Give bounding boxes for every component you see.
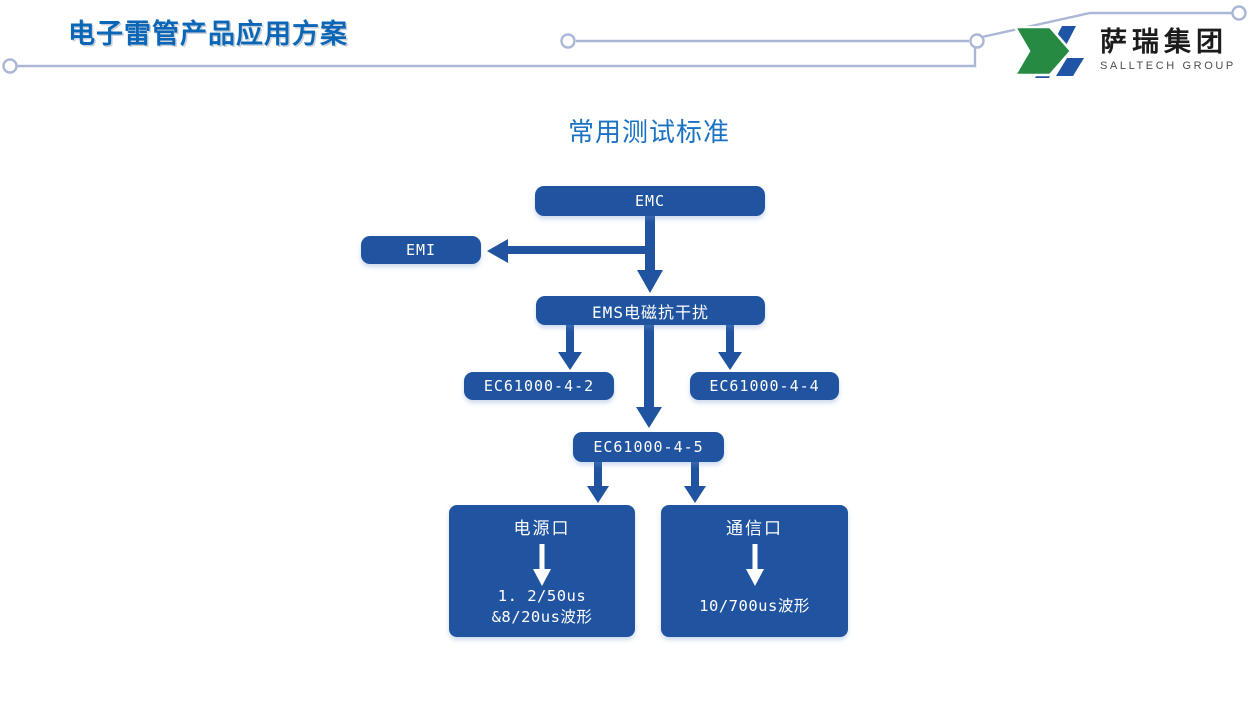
node-power-port: 电源口 1. 2/50us &8/20us波形	[449, 505, 635, 637]
company-logo: 萨瑞集团 SALLTECH GROUP	[1014, 26, 1236, 78]
arrow-to-emi	[487, 239, 655, 263]
comm-port-waveform: 10/700us波形	[699, 597, 810, 615]
node-emi: EMI	[361, 236, 481, 264]
arrow-ems-to-ec4-5	[636, 324, 662, 428]
power-port-title: 电源口	[513, 519, 571, 539]
page-title: 电子雷管产品应用方案	[68, 19, 348, 49]
node-ems: EMS电磁抗干扰	[536, 296, 765, 325]
logo-company-name-en: SALLTECH GROUP	[1100, 59, 1236, 72]
down-arrow-icon	[745, 544, 764, 586]
power-port-waveform: 1. 2/50us &8/20us波形	[491, 587, 593, 626]
logo-green-arrow	[1014, 26, 1073, 77]
logo-text: 萨瑞集团 SALLTECH GROUP	[1100, 27, 1236, 72]
arrow-ec4-5-to-comm	[684, 461, 706, 503]
node-comm-port: 通信口 10/700us波形	[661, 505, 848, 637]
diagram-title: 常用测试标准	[568, 117, 731, 147]
logo-blue-parallelogram	[1056, 58, 1084, 76]
down-arrow-icon	[533, 544, 551, 586]
divider-endpoint-circle	[1231, 5, 1247, 21]
logo-company-name-cn: 萨瑞集团	[1100, 27, 1228, 57]
logo-mark-icon	[1014, 26, 1084, 78]
arrow-ec4-5-to-power	[587, 461, 609, 503]
node-ec61000-4-4: EC61000-4-4	[690, 372, 839, 400]
arrow-ems-to-ec4-4	[718, 324, 742, 370]
node-ec61000-4-2: EC61000-4-2	[464, 372, 614, 400]
node-ec61000-4-5: EC61000-4-5	[573, 432, 724, 462]
arrow-emc-to-ems	[637, 214, 663, 293]
arrow-ems-to-ec4-2	[558, 324, 582, 370]
comm-port-title: 通信口	[726, 519, 783, 539]
divider-endpoint-circle	[560, 33, 576, 49]
node-emc: EMC	[535, 186, 765, 216]
divider-endpoint-circle	[2, 58, 18, 74]
divider-endpoint-circle	[969, 33, 985, 49]
